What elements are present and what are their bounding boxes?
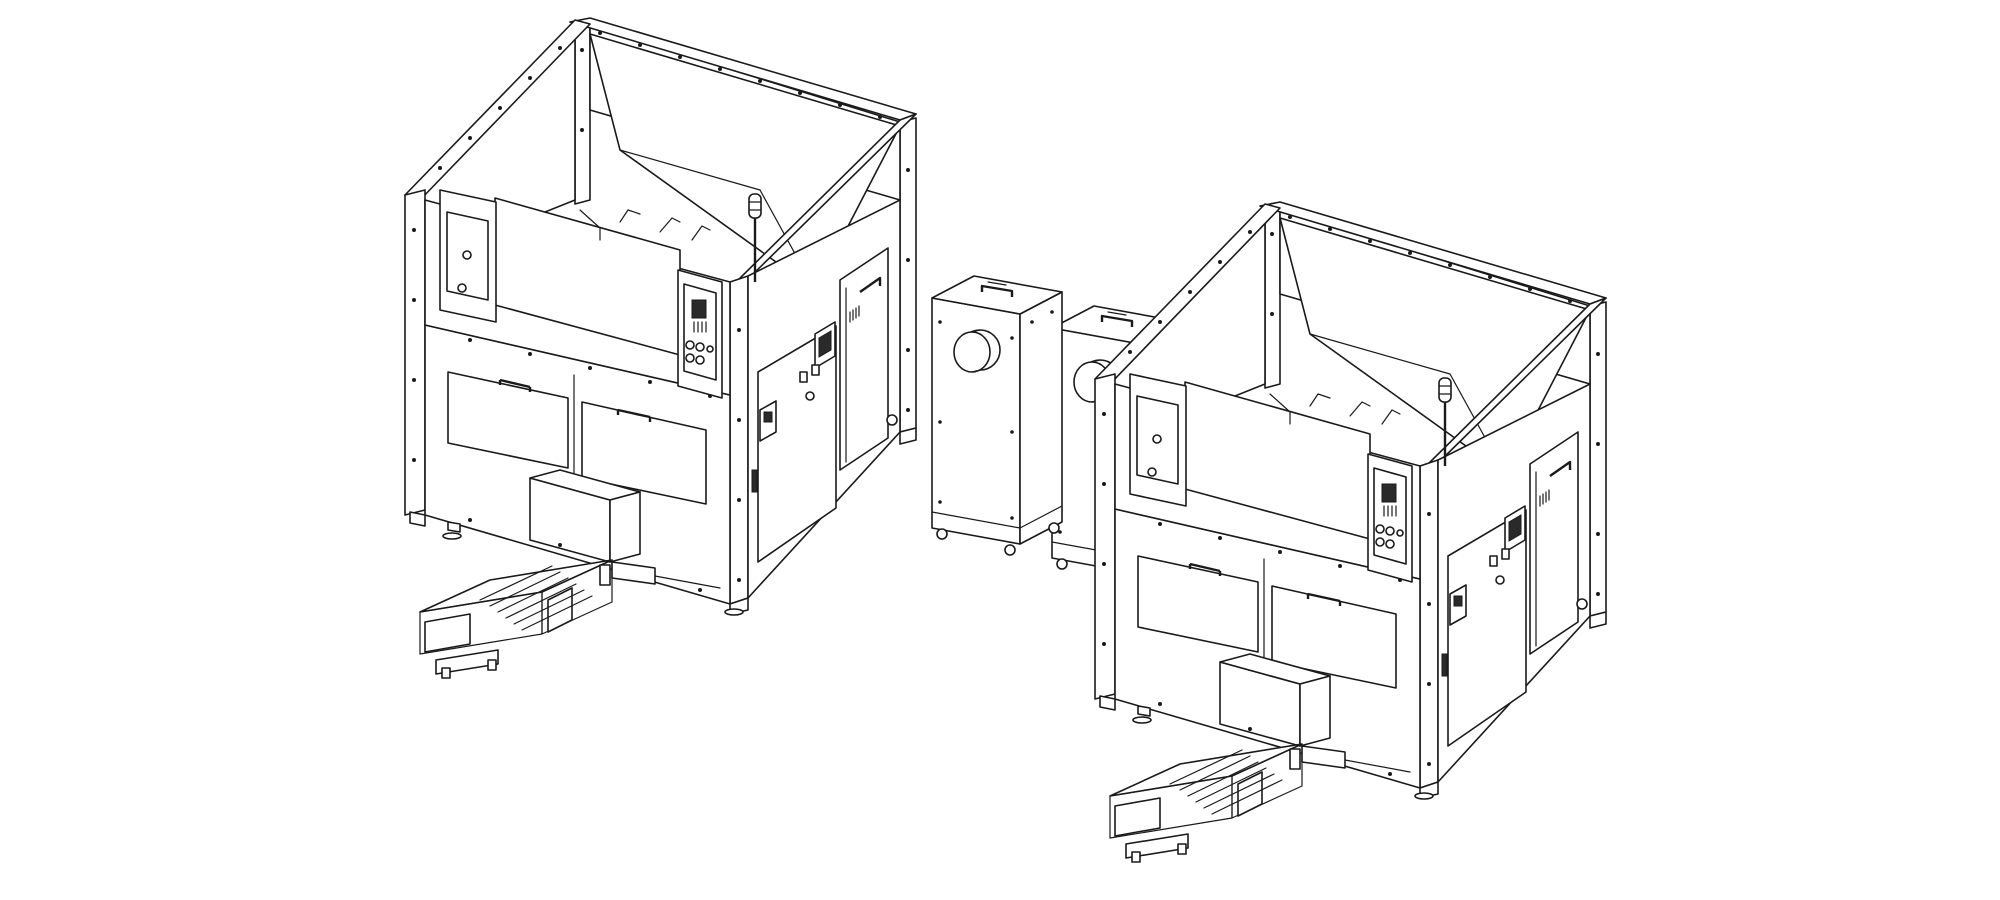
machine-right	[1093, 200, 1608, 864]
machine-left	[403, 16, 918, 680]
dust-collector-front	[930, 274, 1064, 557]
